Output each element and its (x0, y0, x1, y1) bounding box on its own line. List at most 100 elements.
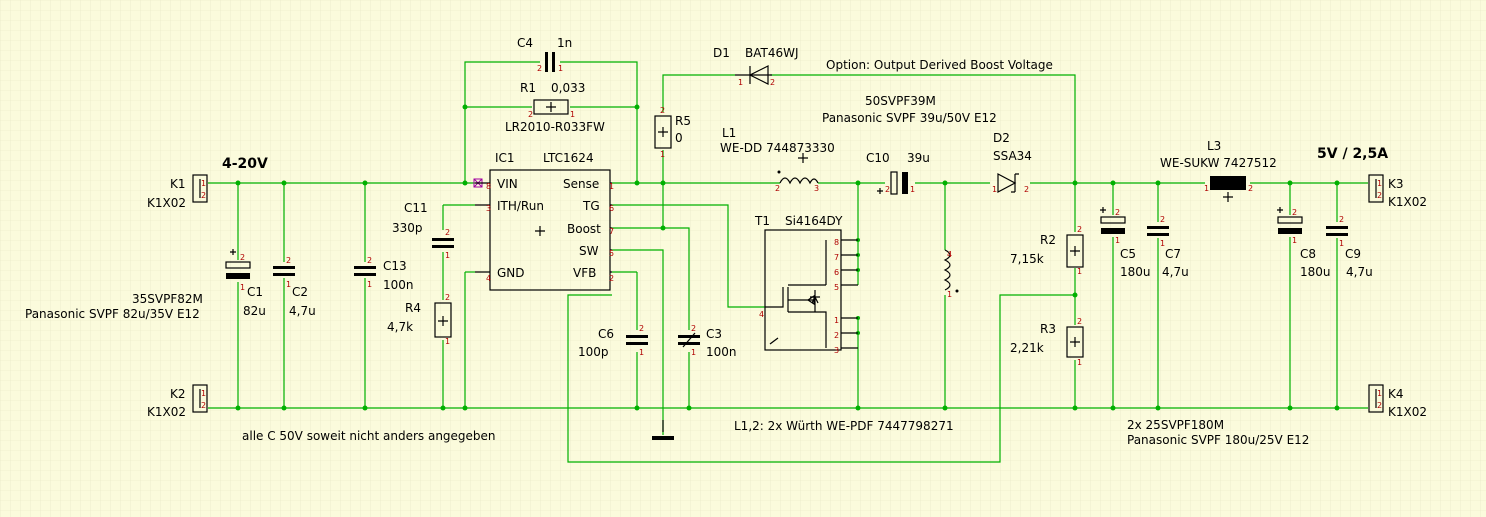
svg-text:2: 2 (639, 324, 644, 333)
r5-value: 0 (675, 131, 683, 145)
svg-text:1: 1 (639, 348, 644, 357)
c5-value: 180u (1120, 265, 1151, 279)
resistor-r4[interactable]: 2 1 R4 4,7k (387, 293, 452, 346)
ic1-pin-sw: SW (579, 244, 599, 258)
c1-part: 35SVPF82M (132, 292, 203, 306)
k1-value: K1X02 (147, 196, 186, 210)
capacitor-c6[interactable]: 2 1 C6 100p (578, 324, 648, 359)
svg-text:2: 2 (660, 106, 665, 115)
svg-text:1: 1 (1377, 389, 1382, 398)
capacitor-c1[interactable]: 2 1 C1 82u 35SVPF82M Panasonic SVPF 82u/… (25, 249, 266, 321)
diode-d1[interactable]: 1 2 D1 BAT46WJ (713, 46, 799, 87)
k4-value: K1X02 (1388, 405, 1427, 419)
ic1-pin-ith: ITH/Run (497, 199, 544, 213)
inductor-l1[interactable]: 2 3 L1 WE-DD 744873330 (720, 126, 835, 193)
svg-text:2: 2 (885, 185, 890, 194)
svg-text:2: 2 (1339, 215, 1344, 224)
capacitor-c3[interactable]: 2 1 C3 100n (678, 324, 737, 359)
junctions (235, 104, 1340, 411)
svg-text:2: 2 (1377, 191, 1382, 200)
svg-text:1: 1 (660, 150, 665, 159)
diode-d2[interactable]: 1 2 D2 SSA34 (992, 131, 1032, 194)
svg-text:4: 4 (486, 274, 491, 283)
c6-name: C6 (598, 327, 614, 341)
svg-text:2: 2 (834, 331, 839, 340)
capacitor-c11[interactable]: 2 1 C11 330p (392, 201, 454, 260)
connector-k2[interactable]: K2 K1X02 1 2 (147, 384, 208, 419)
k3-name: K3 (1388, 177, 1404, 191)
svg-text:1: 1 (1204, 184, 1209, 193)
connector-k4[interactable]: K4 K1X02 1 2 (1368, 384, 1427, 419)
svg-text:2: 2 (1292, 208, 1297, 217)
capacitor-c10[interactable]: 2 1 C10 39u 50SVPF39M Panasonic SVPF 39u… (822, 94, 997, 195)
note-capacitor-voltage: alle C 50V soweit nicht anders angegeben (242, 429, 496, 443)
mosfet-t1[interactable]: 8 7 6 5 1 2 3 4 T1 Si4164DY (754, 214, 858, 355)
ic1-pin-boost: Boost (567, 222, 601, 236)
r1-part: LR2010-R033FW (505, 120, 605, 134)
c10-value: 39u (907, 151, 930, 165)
svg-text:4: 4 (947, 250, 952, 259)
resistor-r1[interactable]: 2 1 R1 0,033 LR2010-R033FW (505, 81, 605, 134)
svg-text:2: 2 (201, 191, 206, 200)
d1-name: D1 (713, 46, 730, 60)
svg-text:2: 2 (1115, 208, 1120, 217)
note-inductors: L1,2: 2x Würth WE-PDF 7447798271 (734, 419, 954, 433)
resistor-r3[interactable]: 2 1 R3 2,21k (1010, 317, 1084, 367)
svg-text:1: 1 (1292, 236, 1297, 245)
ic1-pin-vfb: VFB (573, 266, 596, 280)
svg-text:8: 8 (834, 238, 839, 247)
svg-text:6: 6 (609, 204, 614, 213)
svg-text:2: 2 (1024, 185, 1029, 194)
k2-name: K2 (170, 387, 186, 401)
capacitor-c9[interactable]: 2 1 C9 4,7u (1326, 215, 1373, 279)
c6-value: 100p (578, 345, 609, 359)
capacitor-c4[interactable]: 2 1 C4 1n (517, 36, 572, 73)
svg-text:2: 2 (528, 110, 533, 119)
svg-text:1: 1 (201, 179, 206, 188)
c8-name: C8 (1300, 247, 1316, 261)
r1-name: R1 (520, 81, 536, 95)
l3-value: WE-SUKW 7427512 (1160, 156, 1277, 170)
svg-text:1: 1 (1077, 267, 1082, 276)
r1-value: 0,033 (551, 81, 585, 95)
svg-text:2: 2 (691, 324, 696, 333)
svg-text:2: 2 (1077, 225, 1082, 234)
svg-text:1: 1 (558, 64, 563, 73)
svg-text:2: 2 (1077, 317, 1082, 326)
resistor-r5[interactable]: 2 1 R5 0 (654, 106, 691, 159)
svg-text:1: 1 (1115, 236, 1120, 245)
svg-text:8: 8 (486, 182, 491, 191)
capacitor-c8[interactable]: 2 1 C8 180u (1277, 207, 1331, 279)
svg-text:1: 1 (1377, 179, 1382, 188)
svg-text:2: 2 (201, 401, 206, 410)
svg-text:2: 2 (1377, 401, 1382, 410)
capacitor-c2[interactable]: 2 1 C2 4,7u (273, 256, 316, 318)
capacitor-c5[interactable]: 2 1 C5 180u (1100, 207, 1151, 279)
ic1-pin-sense: Sense (563, 177, 599, 191)
svg-text:1: 1 (609, 182, 614, 191)
c7-name: C7 (1165, 247, 1181, 261)
connector-k3[interactable]: K3 K1X02 1 2 (1368, 174, 1427, 209)
ground-symbol (652, 420, 674, 440)
capacitor-c13[interactable]: 2 1 C13 100n (354, 256, 414, 292)
inductor-l3[interactable]: 1 2 L3 WE-SUKW 7427512 (1160, 139, 1277, 202)
c4-name: C4 (517, 36, 533, 50)
svg-text:1: 1 (445, 251, 450, 260)
svg-text:1: 1 (1339, 239, 1344, 248)
svg-text:4: 4 (759, 310, 764, 319)
svg-text:7: 7 (834, 253, 839, 262)
inductor-l2[interactable]: 4 1 (943, 249, 959, 299)
c8-value: 180u (1300, 265, 1331, 279)
k1-name: K1 (170, 177, 186, 191)
svg-text:5: 5 (834, 283, 839, 292)
svg-text:2: 2 (1248, 184, 1253, 193)
ic1-ltc1624[interactable]: IC1 LTC1624 VIN ITH/Run GND Sense TG Boo… (473, 151, 614, 291)
c11-value: 330p (392, 221, 423, 235)
svg-text:1: 1 (947, 290, 952, 299)
capacitor-c7[interactable]: 2 1 C7 4,7u (1147, 215, 1189, 279)
resistor-r2[interactable]: 2 1 R2 7,15k (1010, 225, 1084, 276)
ic1-value: LTC1624 (543, 151, 594, 165)
r4-value: 4,7k (387, 320, 413, 334)
connector-k1[interactable]: K1 K1X02 1 2 (147, 174, 208, 210)
input-voltage-label: 4-20V (222, 156, 268, 172)
